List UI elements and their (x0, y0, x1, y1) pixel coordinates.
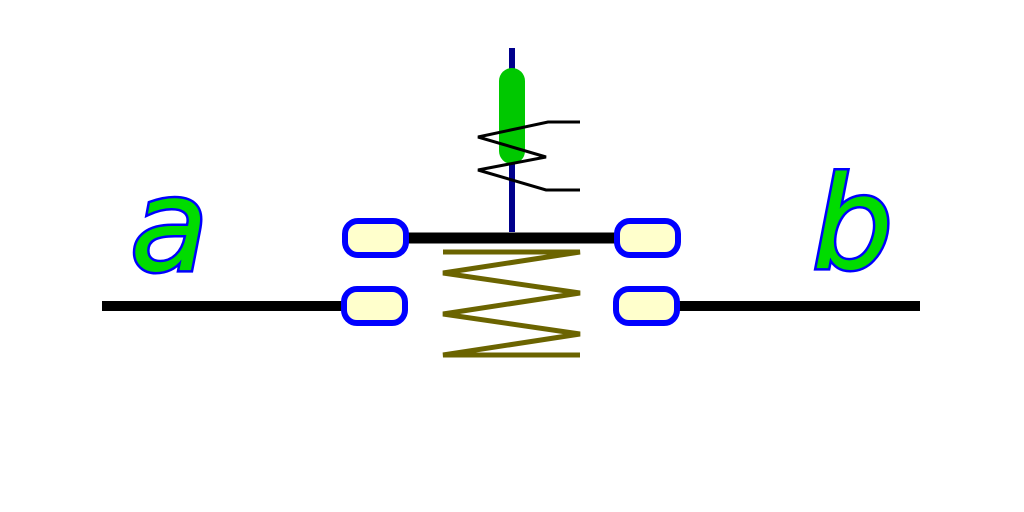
pad-right-upper (614, 218, 681, 258)
label-b: b (812, 150, 893, 299)
actuator-capsule (499, 68, 525, 164)
pad-left-lower (341, 286, 408, 326)
pad-right-lower (613, 286, 680, 326)
pad-left-upper (342, 218, 409, 258)
label-a: a (130, 152, 208, 301)
coil-icon (477, 120, 580, 192)
spring-icon (442, 249, 581, 358)
